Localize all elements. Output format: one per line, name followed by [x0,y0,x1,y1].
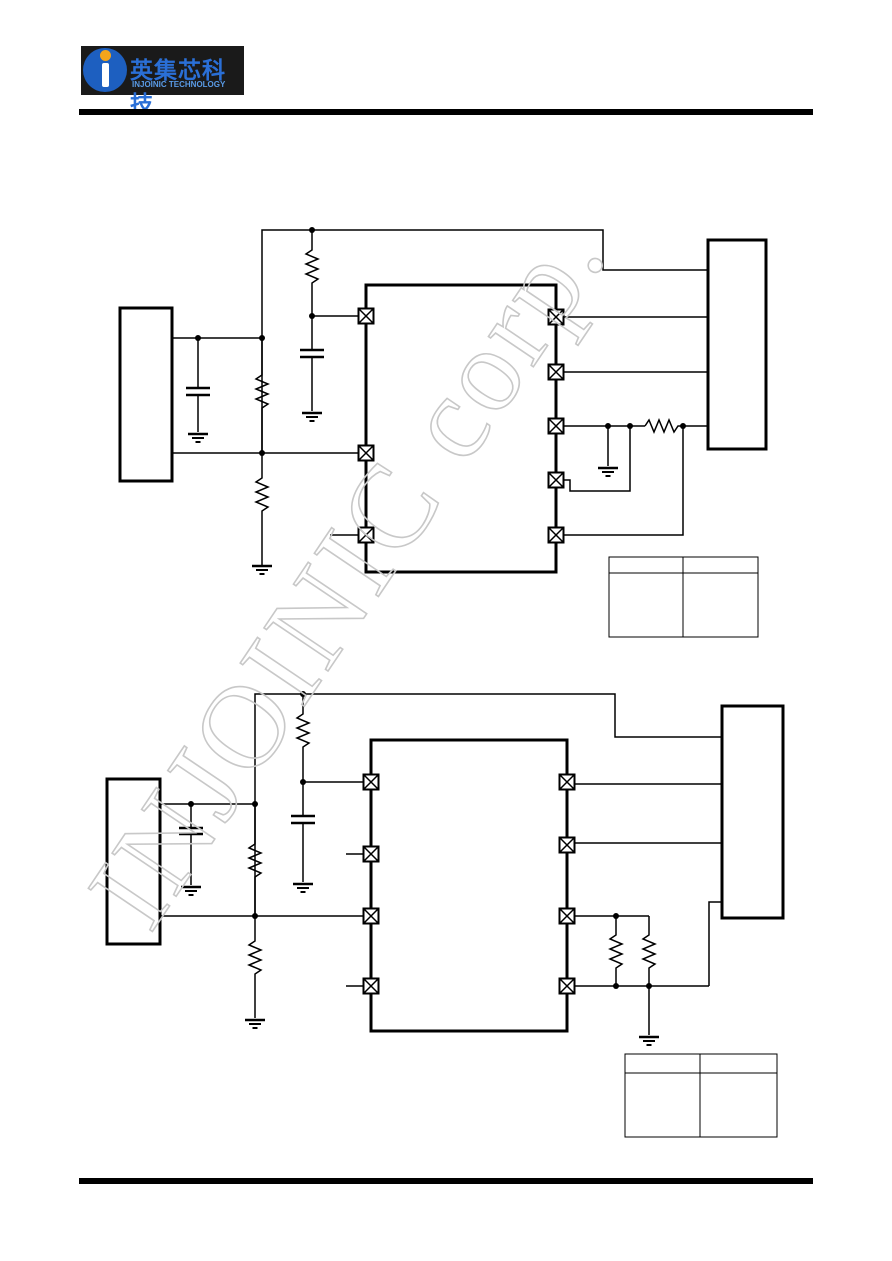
connector-right-2 [720,704,785,920]
logo-brand-en: INJOINIC TECHNOLOGY [132,80,226,89]
header-rule [79,109,813,115]
ic-body-1 [364,283,558,574]
connector-left-1 [118,306,174,483]
pin-table-1 [608,556,759,638]
logo-i-icon [83,48,127,92]
connector-left-2 [105,777,162,946]
connector-right-1 [706,238,768,451]
ic-body-2 [369,738,569,1033]
pin-table-2 [624,1053,778,1138]
circuit-2 [105,691,785,1047]
footer-rule [79,1178,813,1184]
circuit-1 [118,227,768,576]
